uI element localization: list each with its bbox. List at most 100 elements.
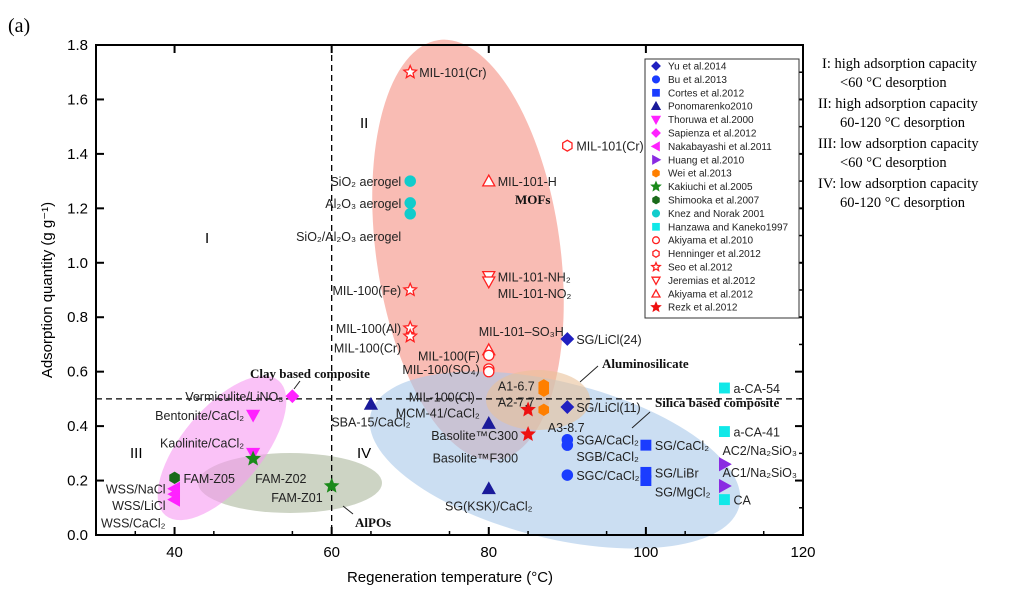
triangle-right-marker [718, 457, 732, 472]
data-label: MIL-101(Cr) [576, 140, 643, 154]
legend-label: Cortes et al.2012 [668, 88, 745, 99]
triangle-right-marker [652, 154, 662, 165]
data-point [169, 471, 180, 484]
hexagon-marker [538, 403, 550, 416]
data-label: MCM-41/CaCl₂ [396, 406, 480, 420]
legend-item: Akiyama et al.2010 [651, 236, 753, 247]
region-aluminosilicate [486, 370, 590, 430]
data-label: SGB/CaCl₂ [576, 450, 639, 464]
data-label: MIL-101–SO₃H [479, 325, 564, 339]
data-label: FAM-Z01 [271, 491, 322, 505]
data-label: MIL-101-NH₂ [498, 270, 571, 284]
note-line: 60-120 °C desorption [840, 115, 966, 131]
star-marker [520, 401, 536, 417]
circle-marker [483, 349, 495, 362]
data-label: SBA-15/CaCl₂ [331, 415, 410, 429]
square-marker [718, 382, 730, 394]
triangle-up-marker [650, 288, 662, 298]
legend-item: Seo et al.2012 [650, 260, 733, 274]
y-tick-label: 0.4 [67, 418, 88, 435]
legend-item: Cortes et al.2012 [652, 88, 745, 99]
data-point [481, 416, 496, 429]
data-label: a-CA-54 [733, 382, 780, 396]
group-label-alpos: AlPOs [355, 515, 391, 530]
region-silica [369, 371, 741, 549]
y-tick-label: 0.8 [67, 309, 88, 326]
note-line: IV: low adsorption capacity [818, 176, 979, 192]
legend-item: Shimooka et al.2007 [652, 196, 760, 207]
legend [644, 58, 800, 319]
square-marker [640, 475, 652, 487]
data-point [323, 477, 340, 493]
note-line: <60 °C desorption [840, 155, 947, 171]
y-tick-label: 0.0 [67, 527, 88, 544]
data-point [404, 197, 416, 209]
group-label-mofs: MOFs [515, 192, 550, 207]
data-point [560, 332, 575, 346]
legend-label: Thoruwa et al.2000 [668, 115, 754, 126]
triangle-up-marker [481, 173, 496, 187]
x-tick-label: 100 [633, 544, 658, 561]
region-mofs [372, 39, 564, 461]
triangle-down-marker [650, 276, 662, 286]
triangle-up-marker [363, 396, 379, 410]
data-label: A1-6.7 [498, 379, 535, 393]
y-tick-label: 1.2 [67, 200, 88, 217]
data-point [481, 481, 496, 495]
x-tick-label: 120 [790, 544, 815, 561]
square-marker [652, 88, 660, 97]
group-label-aluminosilicate: Aluminosilicate [602, 356, 689, 371]
data-point [481, 173, 496, 187]
triangle-up-marker [650, 100, 662, 111]
data-point [718, 494, 730, 506]
legend-item: Sapienza et al.2012 [651, 128, 757, 140]
star-marker [402, 328, 419, 343]
circle-marker [483, 365, 495, 378]
data-point [560, 400, 575, 414]
legend-label: Nakabayashi et al.2011 [668, 142, 772, 153]
legend-item: Rezk et al.2012 [650, 301, 738, 314]
data-point [402, 328, 419, 343]
hexagon-marker [538, 384, 550, 397]
legend-label: Wei et al.2013 [668, 169, 732, 180]
triangle-down-marker [246, 409, 261, 423]
x-axis-label: Regeneration temperature (°C) [347, 569, 553, 586]
data-point [718, 457, 732, 472]
data-point [404, 175, 416, 187]
y-tick-label: 1.0 [67, 255, 88, 272]
data-label: FAM-Z02 [255, 472, 306, 486]
data-point [520, 401, 536, 417]
data-points [167, 63, 732, 507]
data-point [640, 439, 652, 451]
data-point [245, 450, 262, 466]
data-label: SG/LiCl(11) [576, 401, 640, 415]
data-label: SG/MgCl₂ [655, 486, 711, 500]
hexagon-marker [652, 168, 660, 178]
data-label: MIL-100(Cr) [334, 341, 401, 355]
quadrant-III: III [130, 445, 143, 462]
legend-item: Akiyama et al.2012 [650, 288, 753, 300]
diamond-marker [560, 400, 575, 414]
data-label: A2-7.7 [498, 396, 535, 410]
legend-label: Akiyama et al.2012 [668, 289, 753, 300]
data-label: CA [733, 494, 751, 508]
legend-item: Yu et al.2014 [651, 61, 727, 73]
star-marker [520, 426, 536, 441]
data-label: Bentonite/CaCl₂ [155, 409, 244, 423]
quadrant-I: I [205, 230, 209, 247]
note-line: 60-120 °C desorption [840, 195, 966, 211]
star-marker [245, 450, 262, 466]
diamond-marker [651, 128, 661, 138]
star-marker [402, 63, 419, 79]
y-tick-label: 1.4 [67, 146, 88, 163]
circle-marker [561, 469, 574, 481]
panel-label: (a) [8, 15, 30, 37]
data-label: A3-8.7 [548, 421, 585, 435]
square-marker [718, 494, 730, 506]
data-label: SG/LiCl(24) [576, 333, 641, 347]
data-point [561, 469, 574, 481]
star-marker [650, 301, 662, 313]
legend-label: Sapienza et al.2012 [668, 129, 757, 140]
triangle-down-marker [650, 115, 662, 125]
